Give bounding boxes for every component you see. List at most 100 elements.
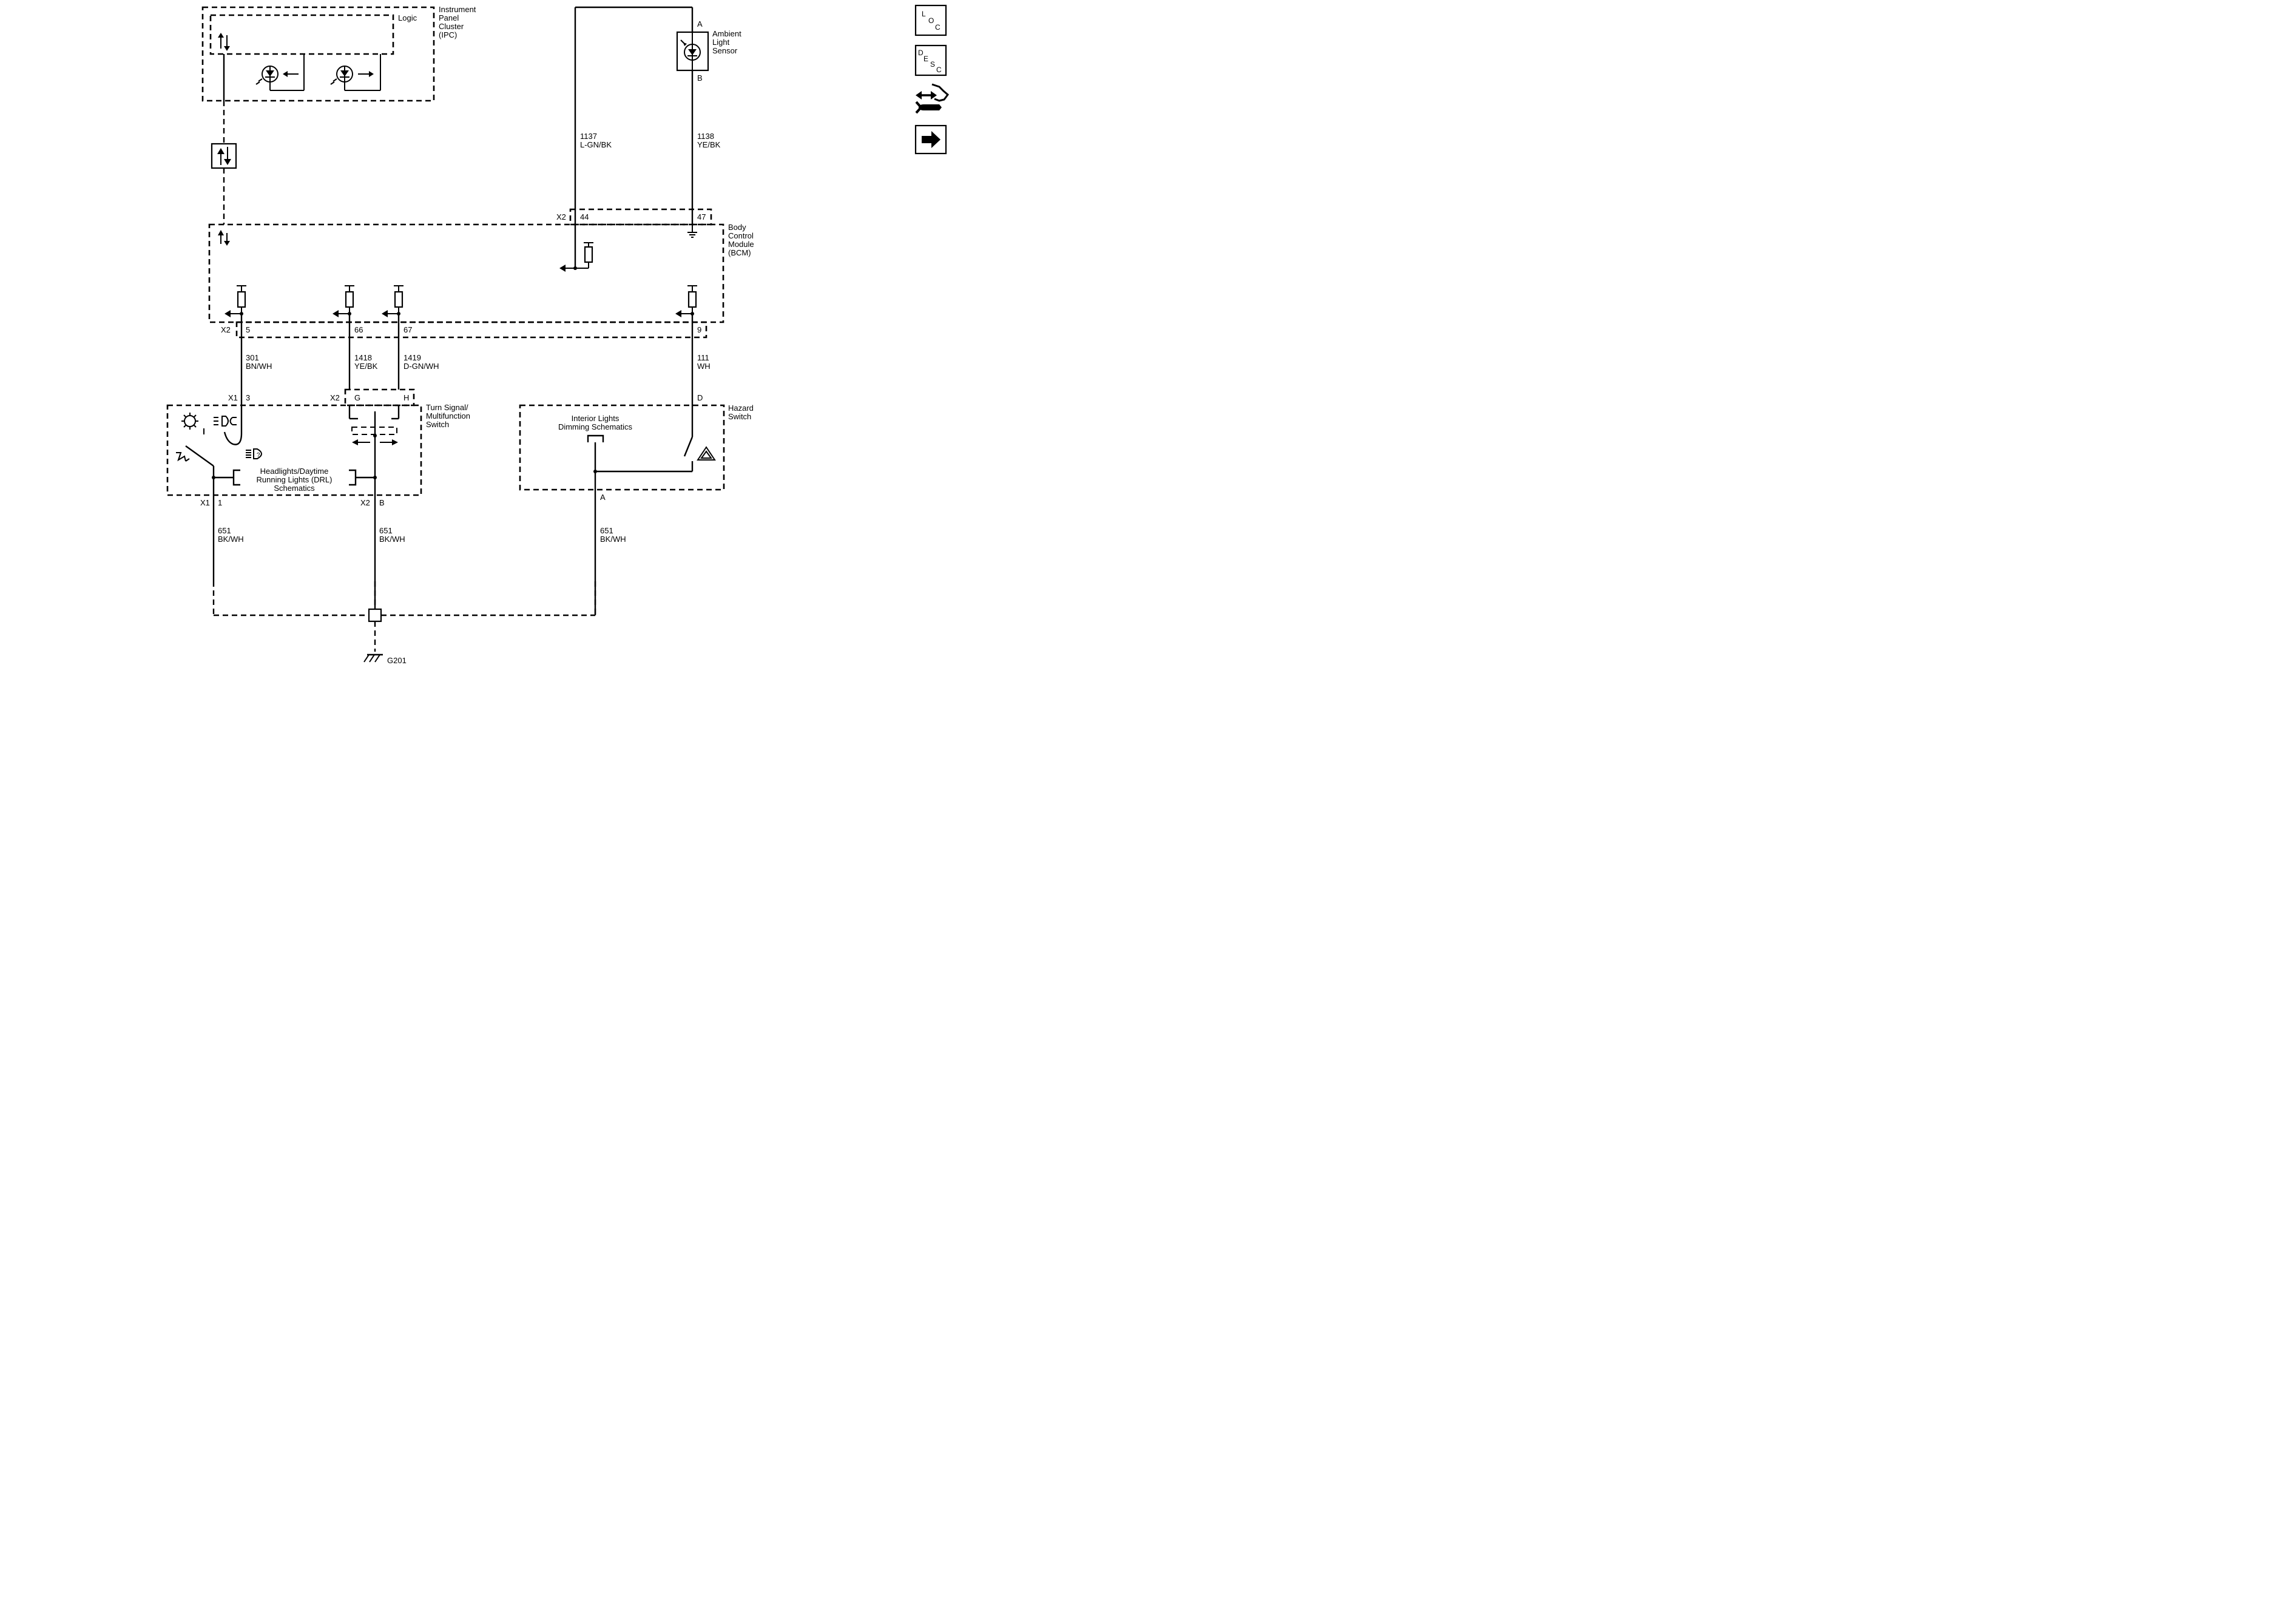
interior-lights-ref-line-2: Dimming Schematics [558,422,633,431]
wire-1137-color: L-GN/BK [580,140,612,149]
bcm-top-connector-name: X2 [556,212,566,221]
hazard-title-line-2: Switch [728,412,751,421]
wire-111-circuit: 111 [697,353,709,362]
bcm-pin-67: 67 [403,325,412,334]
wire-1138-color: YE/BK [697,140,721,149]
bcm-bottom-connector-name: X2 [221,325,231,334]
turn-title-line-1: Turn Signal/ [426,403,468,412]
ipc-boundary [201,6,435,102]
bcm-title-line-4: (BCM) [728,248,751,257]
headlights-ref-line-2: Running Lights (DRL) [256,475,332,484]
headlights-ref-line-3: Schematics [274,484,315,493]
turn-signal-switch [348,405,400,615]
high-beam-switch [223,405,243,445]
bcm-module: X2 44 47 [208,208,754,339]
bcm-boundary [208,223,724,323]
hazard-pin-d: D [697,393,703,402]
wiring-diagram: Logic Instrument Panel Cluster (IPC) A B… [166,4,950,665]
bcm-title-line-2: Control [728,231,754,240]
serial-data-symbol-box [211,143,237,169]
wire-1418-circuit: 1418 [354,353,372,362]
als-title-line-1: Ambient [712,29,741,38]
flash-to-pass-switch [176,445,215,495]
bcm-title-line-3: Module [728,240,754,249]
wire-1419-circuit: 1419 [403,353,421,362]
description-button[interactable]: D E S C [914,44,947,76]
bcm-input-9-circuit [675,285,697,317]
als-pin-a: A [697,19,703,29]
connector-tool-icon[interactable] [915,83,950,114]
ipc-title-line-2: Panel [439,13,459,22]
bcm-pin-5: 5 [246,325,250,334]
loc-letter-o: O [928,16,934,25]
sun-icon [181,413,198,430]
turn-x2-bottom-connector-name: X2 [360,498,370,507]
wire-301-circuit: 301 [246,353,259,362]
ground-g201-label: G201 [387,656,407,665]
hazard-title-line-1: Hazard [728,403,754,413]
hazard-switch-boundary [519,404,725,491]
ipc-right-turn-indicator-icon [330,54,381,91]
bcm-input-44-circuit [559,242,593,272]
bcm-pin-47: 47 [697,212,706,221]
als-title-line-2: Light [712,38,730,47]
turn-title-line-3: Switch [426,420,449,429]
ipc-title-line-4: (IPC) [439,30,457,39]
turn-switch-boundary [166,404,422,496]
als-title-line-3: Sensor [712,46,738,55]
hazard-switch-contact [683,436,694,457]
ipc-module: Logic Instrument Panel Cluster (IPC) [201,5,476,102]
turn-x2-connector-name: X2 [330,393,340,402]
interior-lights-ref-line-1: Interior Lights [572,414,620,423]
interior-lights-ref-bracket [587,434,604,442]
wire-1419-color: D-GN/WH [403,362,439,371]
turn-x2-pin-g: G [354,393,360,402]
ground-splice-box [368,608,382,623]
bcm-bottom-connector [235,321,707,339]
wire-651-center-circuit: 651 [379,526,393,535]
bcm-input-66-circuit [333,285,354,317]
desc-letter-c: C [936,66,942,74]
wire-1138-circuit: 1138 [697,132,714,141]
hazard-warning-icon [697,446,716,461]
chassis-ground-icon: G201 [363,653,407,665]
next-page-arrow-icon[interactable] [914,124,947,155]
turn-x1-connector-name: X1 [228,393,238,402]
high-beam-icon: ? [246,448,262,459]
wire-651-right-circuit: 651 [600,526,613,535]
turn-x2-pin-h: H [403,393,409,402]
turn-x1-pin-3: 3 [246,393,250,402]
desc-letter-e: E [923,55,928,63]
wire-111-color: WH [697,362,711,371]
wire-301-color: BN/WH [246,362,272,371]
serial-data-link [211,54,237,224]
loc-letter-l: L [922,10,926,18]
ipc-logic-label: Logic [398,13,417,22]
ipc-title-line-1: Instrument [439,5,476,14]
wire-651-left-circuit: 651 [218,526,231,535]
bcm-internal-ground-icon [687,224,697,238]
bcm-serial-data-icon [218,230,230,246]
loc-letter-c: C [935,23,940,32]
wire-651-center-color: BK/WH [379,535,405,544]
ipc-left-turn-indicator-icon [255,54,305,91]
wire-651-right-color: BK/WH [600,535,626,544]
bcm-top-connector [569,208,712,226]
location-button[interactable]: L O C [914,4,947,36]
ipc-title-line-3: Cluster [439,22,464,31]
ground-splice [212,495,596,652]
wire-1137-circuit: 1137 [580,132,597,141]
desc-letter-d: D [918,49,923,57]
bcm-pin-44: 44 [580,212,589,221]
ipc-serial-data-icon [218,33,230,51]
desc-letter-s: S [930,60,935,69]
bcm-input-67-circuit [382,285,403,317]
bcm-title-line-1: Body [728,223,746,232]
turn-x1-bottom-connector-name: X1 [200,498,210,507]
turn-x1-bottom-pin-1: 1 [218,498,222,507]
high-beam-icon-glyph: ? [257,452,260,459]
bcm-pin-9: 9 [697,325,701,334]
bcm-pin-66: 66 [354,325,363,334]
headlights-ref-right-bracket [349,469,357,486]
turn-x2-bottom-pin-b: B [379,498,385,507]
